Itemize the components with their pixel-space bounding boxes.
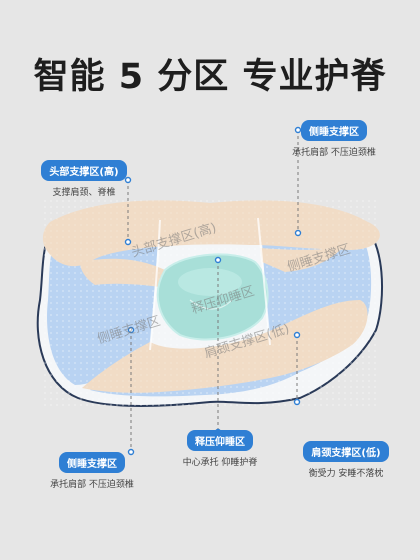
callout-side-support-top: 侧睡支撑区 承托肩部 不压迫颈椎 xyxy=(268,120,400,158)
callout-title: 侧睡支撑区 xyxy=(59,452,125,473)
callout-neck-support: 肩颈支撑区(低) 衡受力 安睡不落枕 xyxy=(286,441,406,479)
leader-endpoints xyxy=(124,126,302,456)
callout-title: 头部支撑区(高) xyxy=(41,160,127,181)
callout-desc: 承托肩部 不压迫颈椎 xyxy=(292,148,376,158)
headline: 智能 5 分区 专业护脊 xyxy=(33,57,387,97)
callout-side-support-bottom: 侧睡支撑区 承托肩部 不压迫颈椎 xyxy=(22,452,162,490)
callout-desc: 承托肩部 不压迫颈椎 xyxy=(50,480,134,490)
callout-desc: 中心承托 仰睡护脊 xyxy=(182,458,258,468)
callout-title: 释压仰睡区 xyxy=(187,430,253,451)
callout-title: 侧睡支撑区 xyxy=(301,120,367,141)
callout-desc: 衡受力 安睡不落枕 xyxy=(308,469,384,479)
callout-relief-zone: 释压仰睡区 中心承托 仰睡护脊 xyxy=(158,430,282,468)
callout-desc: 支撑肩颈、脊椎 xyxy=(52,188,116,198)
callout-head-support: 头部支撑区(高) 支撑肩颈、脊椎 xyxy=(22,160,146,198)
callout-title: 肩颈支撑区(低) xyxy=(303,441,389,462)
leader-lines xyxy=(127,130,299,452)
